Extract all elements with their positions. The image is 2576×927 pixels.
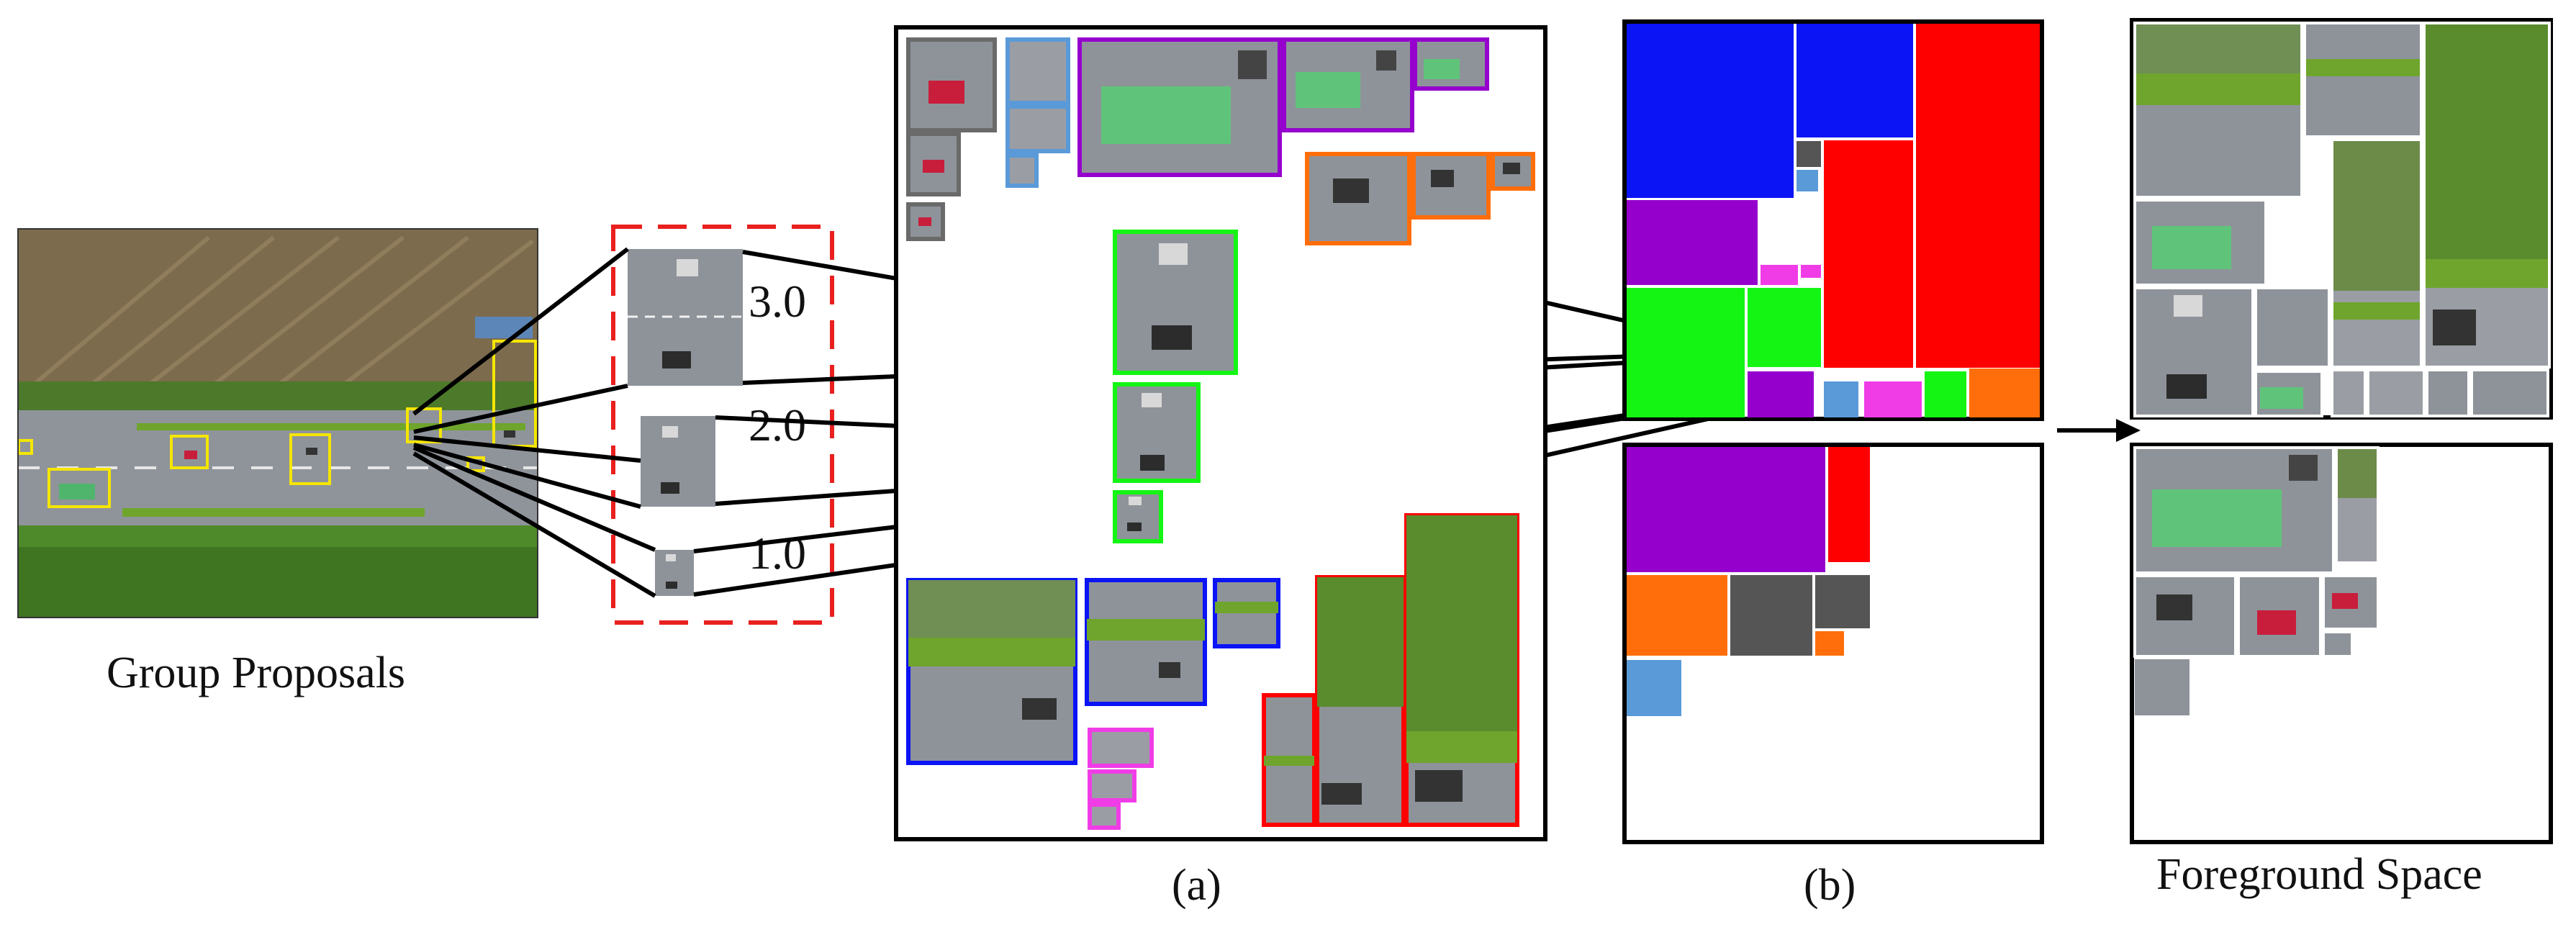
crop-scale-2: [641, 416, 715, 507]
scale-group: 3.0 2.0 1.0: [611, 225, 834, 625]
caption-panel-b: (b): [1804, 861, 1856, 910]
panel-b: [1622, 19, 2044, 844]
crop-scale-3: [628, 249, 743, 386]
panel-a-red-crops: [1262, 513, 1519, 827]
panel-a-lightblue-crops: [1005, 37, 1070, 188]
panel-a-magenta-crops: [1088, 728, 1154, 830]
panel-a-gray-crops: [906, 37, 997, 241]
scale-label-3: 3.0: [749, 276, 806, 327]
scale-label-2: 2.0: [749, 399, 806, 451]
foreground-mosaic-bottom: [2130, 443, 2553, 844]
scale-label-1: 1.0: [749, 528, 806, 579]
arrow-to-foreground: [2057, 419, 2141, 442]
foreground-mosaic-top: [2130, 18, 2553, 420]
foreground-space: [2130, 18, 2553, 844]
crop-scale-1: [655, 550, 694, 596]
panel-a: [894, 25, 1547, 841]
aerial-image: [17, 228, 538, 618]
panel-a-orange-crops: [1305, 152, 1535, 245]
panel-b-packing-bottom: [1622, 443, 2044, 844]
panel-a-purple-crops: [1077, 37, 1489, 177]
panel-b-packing-top: [1622, 19, 2044, 421]
caption-foreground-space: Foreground Space: [2156, 850, 2482, 899]
caption-group-proposals: Group Proposals: [107, 648, 406, 697]
caption-panel-a: (a): [1172, 861, 1221, 910]
panel-a-blue-crops: [906, 578, 1280, 765]
panel-a-green-crops: [1113, 230, 1238, 543]
